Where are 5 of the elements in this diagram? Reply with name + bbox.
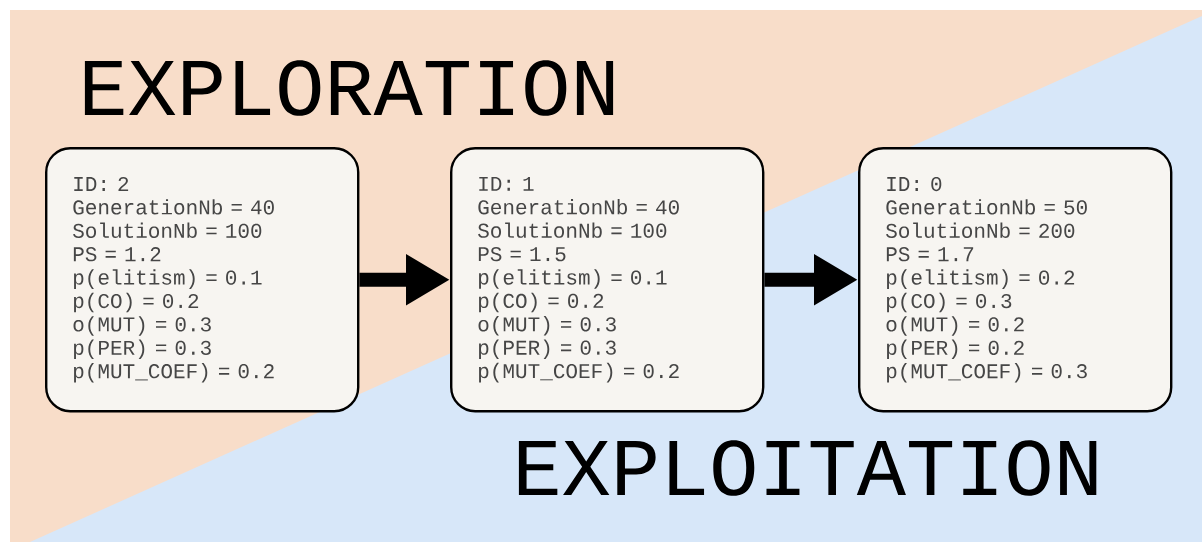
region-title: EXPLOITATION xyxy=(518,440,1097,496)
region-title: EXPLORATION xyxy=(84,60,614,116)
parameter-box: ID: 2 GenerationNb = 40 SolutionNb = 100 PS = 1.2 p(elitism) = 0.1 p(CO) = 0.2 o(MUT) = 0.3 p(PER) = 0.3 p(MUT_COEF) = 0.2 xyxy=(45,147,360,413)
parameter-box: ID: 0 GenerationNb = 50 SolutionNb = 200 PS = 1.7 p(elitism) = 0.2 p(CO) = 0.3 o(MUT) = 0.2 p(PER) = 0.2 p(MUT_COEF) = 0.3 xyxy=(858,147,1173,413)
parameter-box: ID: 1 GenerationNb = 40 SolutionNb = 100 PS = 1.5 p(elitism) = 0.1 p(CO) = 0.2 o(MUT) = 0.3 p(PER) = 0.3 p(MUT_COEF) = 0.2 xyxy=(450,147,765,413)
